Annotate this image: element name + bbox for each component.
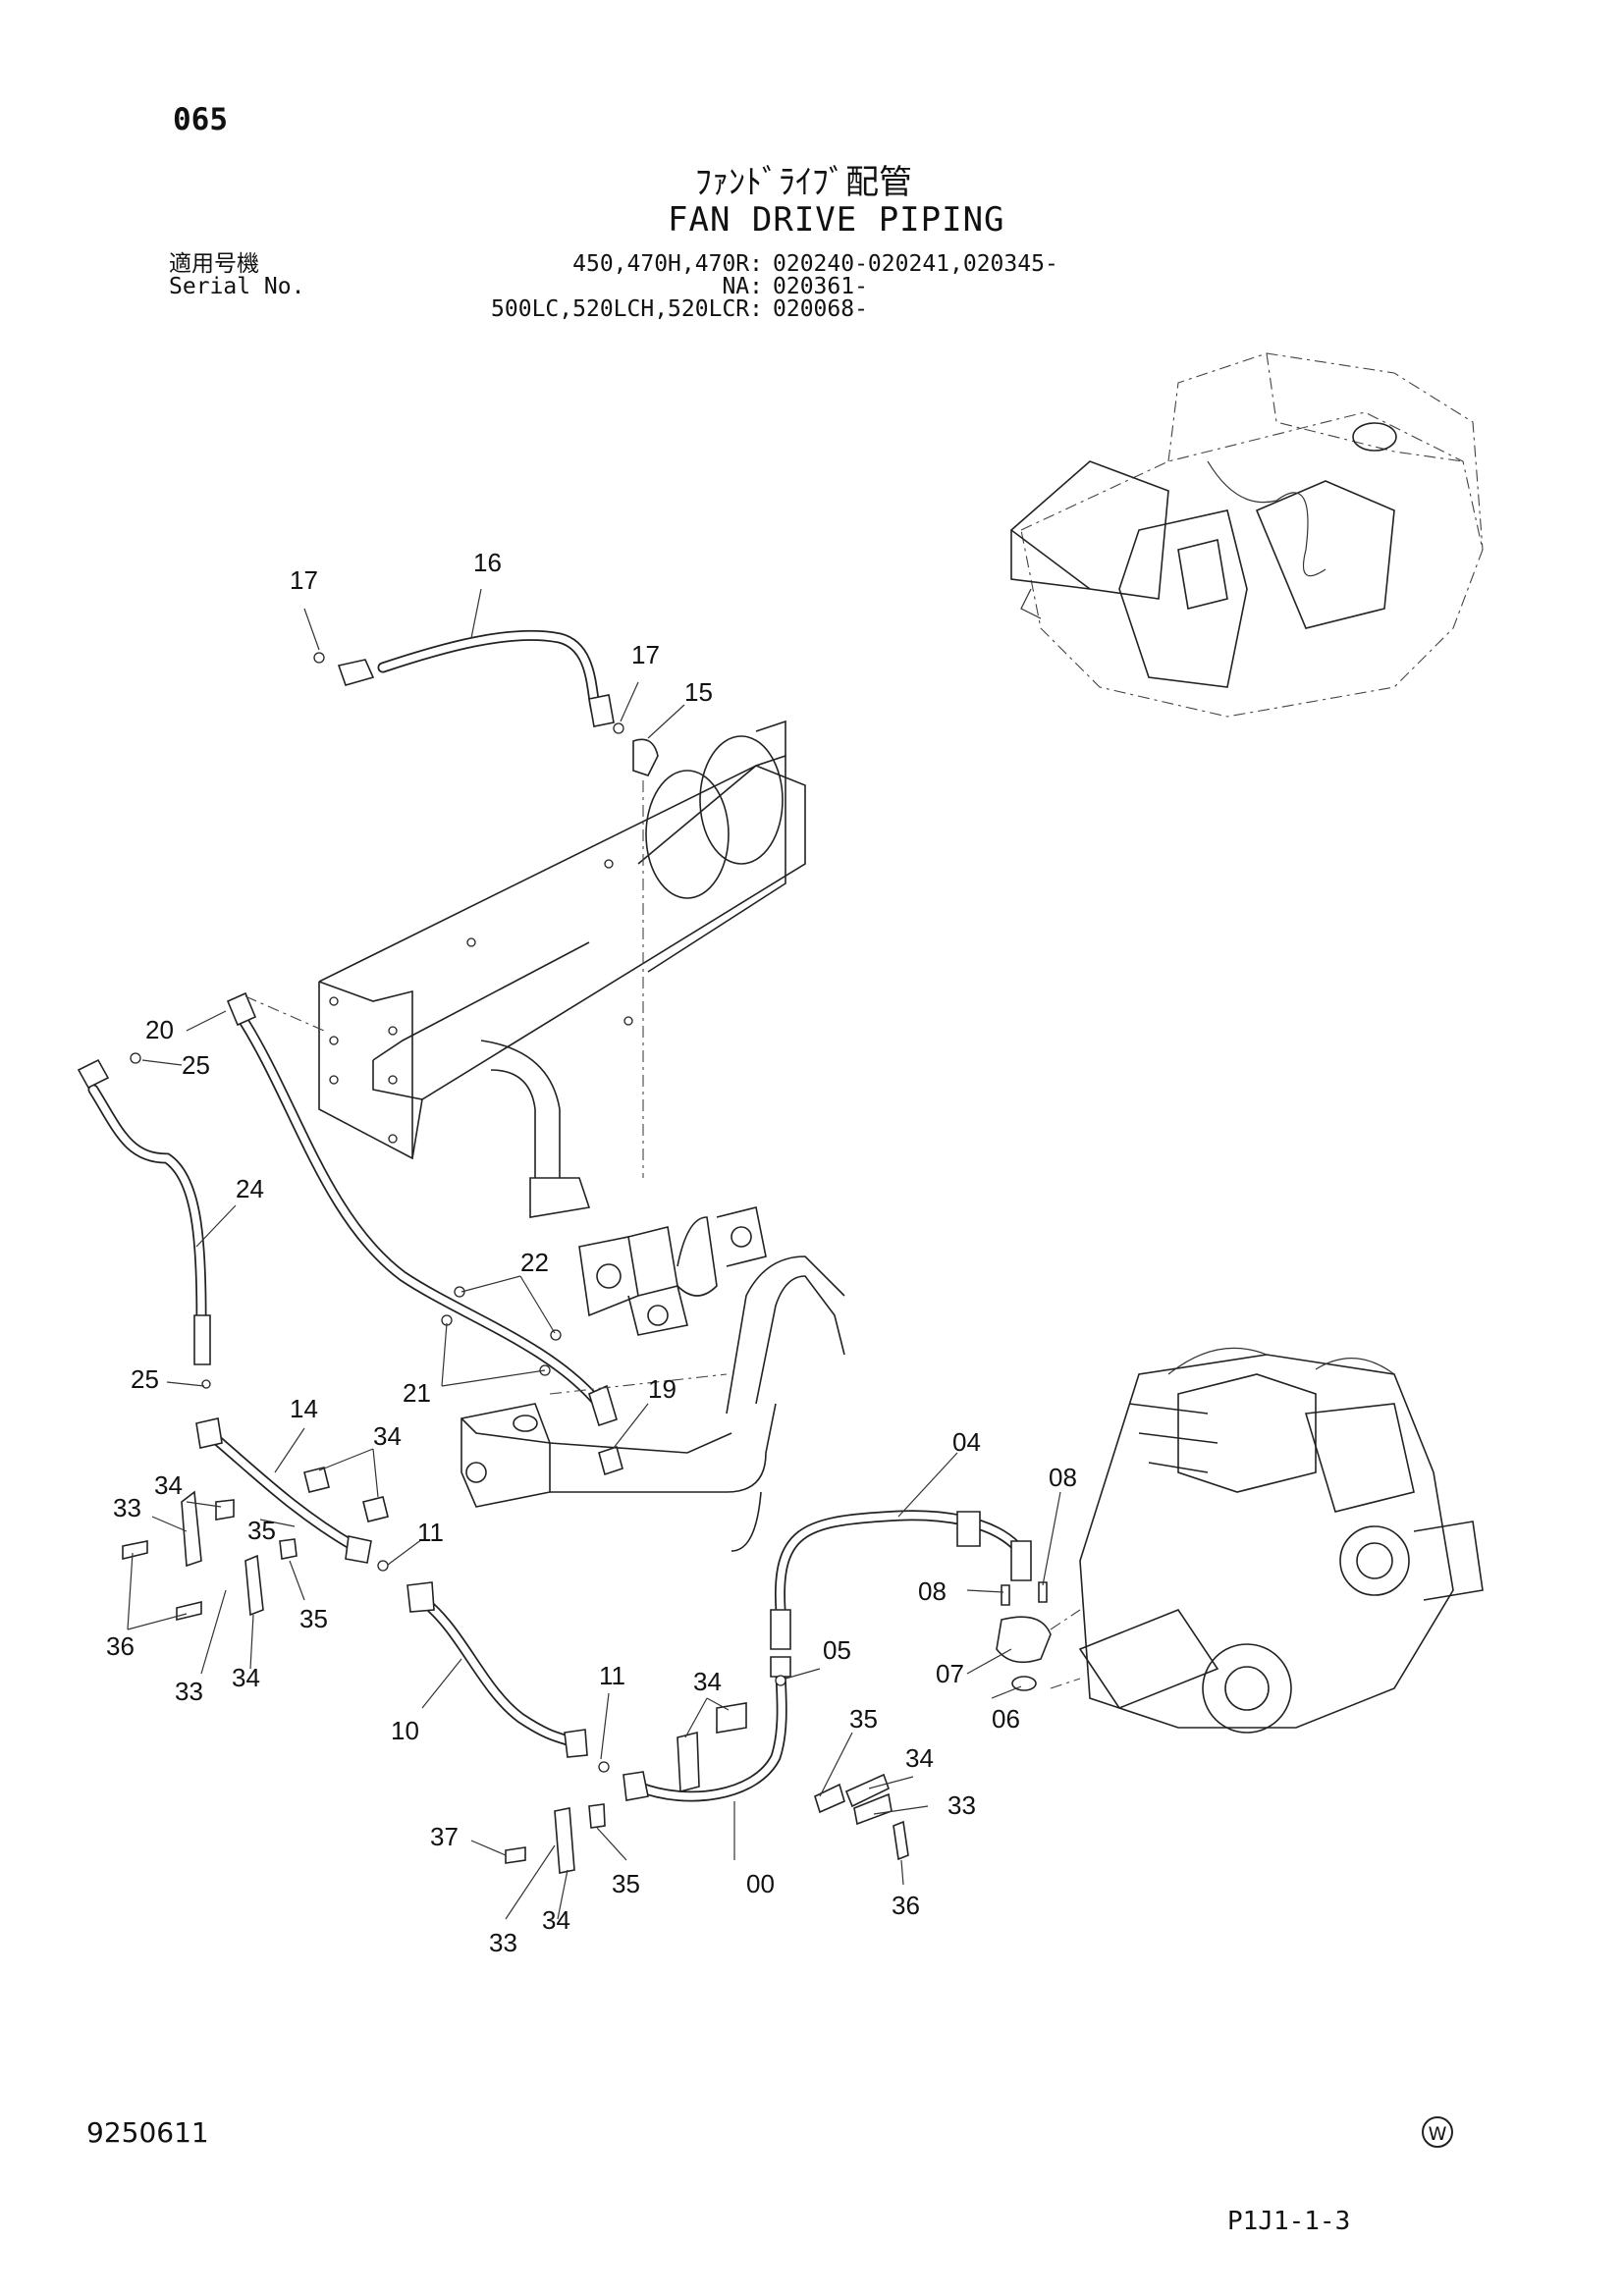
callout-16: 16	[473, 548, 502, 577]
callout-34: 34	[154, 1470, 183, 1500]
serial-models: 500LC,520LCH,520LCR:	[491, 296, 763, 322]
circled-w-mark: W	[1422, 2116, 1453, 2148]
callout-14: 14	[290, 1394, 318, 1423]
callout-10: 10	[391, 1716, 419, 1745]
radiator-frame	[318, 720, 806, 1336]
title-english: FAN DRIVE PIPING	[668, 200, 1005, 240]
serial-range: 020240-020241,020345-	[773, 251, 1058, 277]
page-number: 065	[173, 102, 228, 137]
callout-labels: 17 16 17 15 20 25 24 22 21 25 19 14 34 3…	[106, 548, 1077, 1957]
hose-16	[313, 629, 659, 1178]
callout-17: 17	[290, 565, 318, 595]
callout-05: 05	[823, 1635, 851, 1665]
callout-33: 33	[175, 1677, 203, 1706]
callout-37: 37	[430, 1822, 459, 1851]
callout-35: 35	[299, 1604, 328, 1633]
serial-range: 020068-	[773, 296, 868, 322]
callout-04: 04	[952, 1427, 981, 1457]
callout-35: 35	[247, 1516, 276, 1545]
hose-10	[406, 1581, 610, 1773]
callout-17: 17	[631, 640, 660, 669]
bracket-right	[814, 1773, 909, 1861]
machine-overview-inset	[1009, 352, 1484, 718]
serial-label-en: Serial No.	[169, 274, 305, 299]
pipe-00	[505, 1656, 791, 1874]
callout-08: 08	[918, 1576, 947, 1606]
callout-00: 00	[746, 1869, 775, 1898]
callout-33: 33	[113, 1493, 141, 1522]
callout-11: 11	[599, 1661, 625, 1690]
serial-range: 020361-	[773, 274, 868, 299]
callout-35: 35	[612, 1869, 640, 1898]
serial-models: NA:	[722, 274, 763, 299]
callout-25: 25	[182, 1050, 210, 1080]
pump-assembly	[1050, 1347, 1484, 1734]
hose-04	[770, 1510, 1052, 1691]
serial-label-jp: 適用号機	[169, 251, 259, 277]
title-japanese: ﾌｧﾝﾄﾞﾗｲﾌﾞ配管	[695, 163, 912, 202]
callout-06: 06	[992, 1704, 1020, 1734]
serial-row-3: 500LC,520LCH,520LCR: 020068-	[169, 298, 1058, 321]
callout-21: 21	[403, 1378, 431, 1408]
callout-25: 25	[131, 1364, 159, 1394]
serial-row-2: Serial No. NA: 020361-	[169, 276, 1058, 298]
callout-34: 34	[693, 1667, 722, 1696]
callout-22: 22	[520, 1248, 549, 1277]
pipe-14	[122, 1417, 389, 1622]
callout-34: 34	[905, 1743, 934, 1773]
callout-33: 33	[489, 1928, 517, 1957]
leader-lines	[127, 588, 1061, 1920]
block-fitting	[460, 1255, 845, 1552]
callout-34: 34	[542, 1905, 570, 1935]
serial-row-1: 適用号機 450,470H,470R: 020240-020241,020345…	[169, 253, 1058, 276]
document-number: 9250611	[86, 2116, 209, 2149]
callout-33: 33	[947, 1790, 976, 1820]
hose-24	[77, 1052, 211, 1389]
callout-15: 15	[684, 677, 713, 707]
callout-36: 36	[892, 1891, 920, 1920]
callout-19: 19	[648, 1374, 677, 1404]
callout-07: 07	[936, 1659, 964, 1688]
footer-code: P1J1-1-3	[1227, 2207, 1351, 2236]
callout-20: 20	[145, 1015, 174, 1044]
callout-08: 08	[1049, 1463, 1077, 1492]
callout-24: 24	[236, 1174, 264, 1203]
serial-block: 適用号機 450,470H,470R: 020240-020241,020345…	[169, 253, 1058, 321]
callout-11: 11	[417, 1518, 444, 1547]
serial-models: 450,470H,470R:	[572, 251, 763, 277]
callout-35: 35	[849, 1704, 878, 1734]
hose-20	[226, 991, 623, 1476]
callout-36: 36	[106, 1631, 135, 1661]
callout-34: 34	[373, 1421, 402, 1451]
callout-34: 34	[232, 1663, 260, 1692]
